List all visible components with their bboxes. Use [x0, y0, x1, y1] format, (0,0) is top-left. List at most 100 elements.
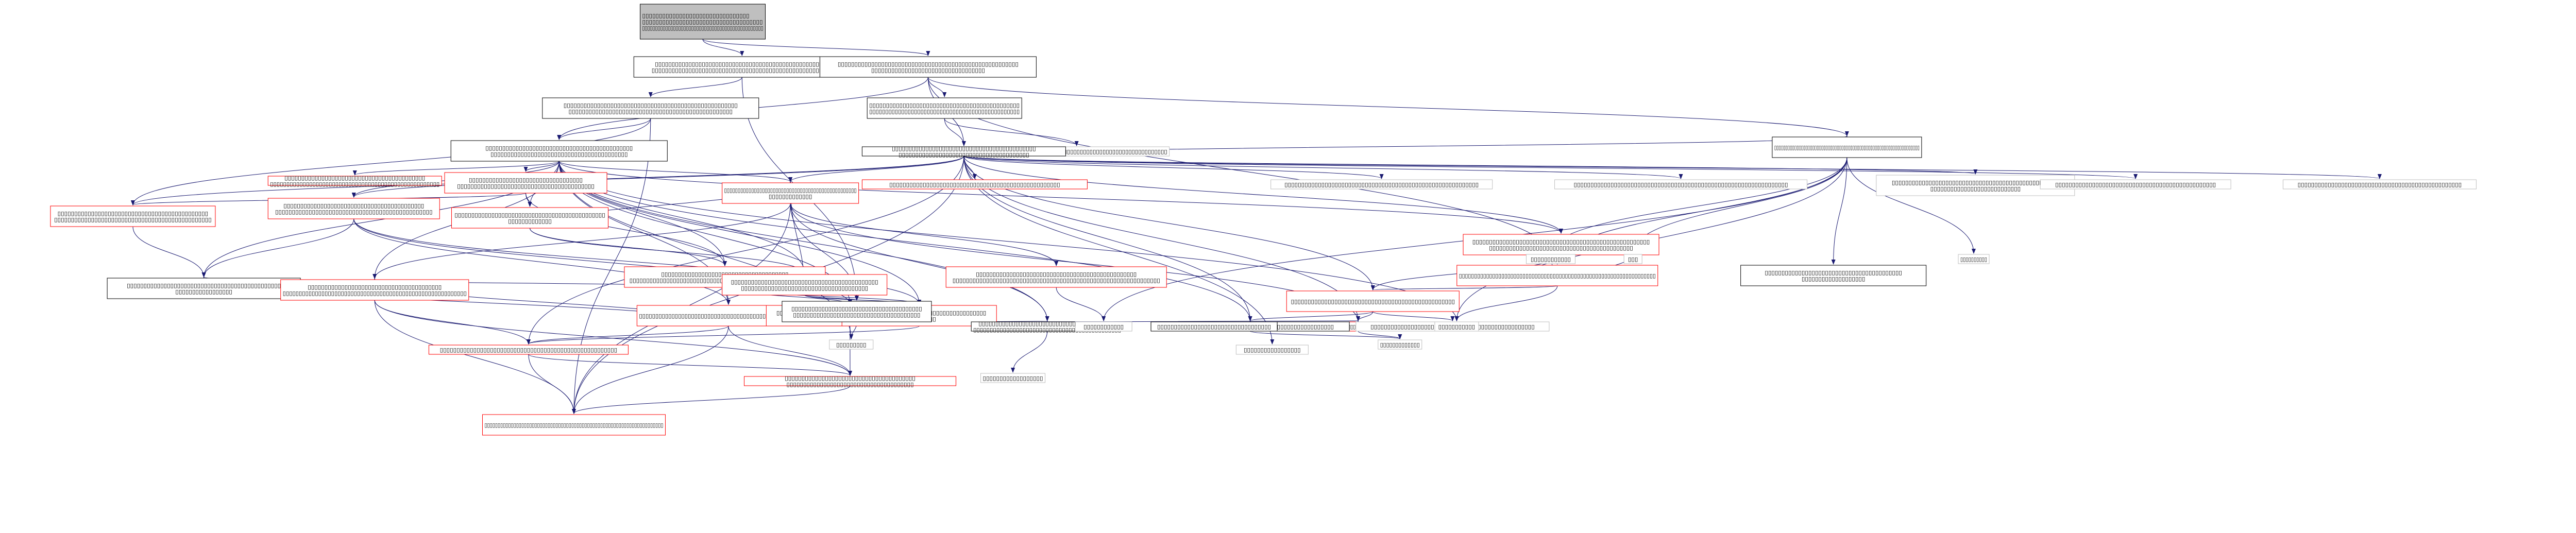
graph-node-r_17[interactable]: ▯▯▯▯▯▯▯▯▯▯▯▯▯▯▯▯▯▯▯▯▯▯▯▯▯▯▯▯▯▯▯▯▯▯▯▯▯▯▯▯…: [945, 266, 1167, 288]
graph-node-r_13[interactable]: ▯▯▯▯▯▯▯▯▯▯▯▯▯▯▯▯▯▯▯▯▯▯▯▯▯▯▯▯▯▯▯▯▯▯▯▯▯▯▯▯…: [861, 179, 1088, 190]
graph-node-r_14[interactable]: ▯▯▯▯▯▯▯▯▯▯▯▯▯▯▯▯▯▯▯▯▯▯▯▯▯▯▯▯▯▯▯▯▯▯▯▯▯▯▯▯…: [428, 345, 629, 355]
node-label-line: ▯▯▯▯▯▯▯▯▯▯▯▯▯▯▯▯▯▯▯▯▯▯▯▯▯▯▯▯▯▯▯▯▯▯▯▯▯▯▯▯…: [1574, 181, 1788, 188]
node-label-line: ▯▯▯▯▯▯▯▯▯▯▯▯▯▯▯▯▯▯▯▯▯▯▯▯▯▯▯▯▯▯▯▯▯▯▯▯▯▯▯▯…: [1472, 238, 1650, 245]
graph-node-r_20[interactable]: ▯▯▯▯▯▯▯▯▯▯▯▯▯▯▯▯▯▯▯▯▯▯▯▯▯▯▯▯▯▯▯▯▯▯▯▯▯▯▯▯…: [1463, 234, 1659, 255]
node-label-line: ▯▯▯▯▯▯▯▯▯▯▯▯▯▯▯▯▯▯▯▯▯▯▯▯▯▯▯▯▯▯▯▯▯▯▯▯▯▯▯▯: [308, 284, 442, 290]
node-label-line: ▯▯▯▯▯▯▯▯▯▯▯▯▯▯▯▯▯▯▯▯▯▯▯▯▯▯▯▯▯▯▯▯: [642, 12, 750, 19]
graph-node-b_1[interactable]: ▯▯▯▯▯▯▯▯▯▯▯▯▯▯▯▯▯▯▯▯▯▯▯▯▯▯▯▯▯▯▯▯▯▯▯▯▯▯▯▯…: [782, 301, 932, 322]
node-box: [1463, 234, 1659, 255]
graph-node-n_b[interactable]: ▯▯▯▯▯▯▯▯▯▯▯▯▯▯▯▯▯▯▯▯▯▯▯▯▯▯▯▯▯▯▯▯▯▯▯▯▯▯▯▯…: [819, 56, 1037, 78]
node-box: [107, 278, 301, 299]
edge-n_h-to-g_10: [1846, 157, 1976, 254]
node-label-line: ▯▯▯▯▯▯▯▯▯▯▯▯▯▯▯▯▯: [1244, 347, 1301, 353]
edge-n_g-to-g_5: [963, 156, 2381, 179]
graph-node-g_12[interactable]: ▯▯▯▯▯▯▯▯▯▯▯: [1434, 321, 1479, 332]
node-label-line: ▯▯▯▯▯▯▯▯▯▯▯▯▯▯▯▯▯▯▯▯▯▯▯▯▯▯▯▯▯▯▯▯▯▯▯▯▯▯▯▯…: [284, 175, 425, 181]
graph-node-n_c[interactable]: ▯▯▯▯▯▯▯▯▯▯▯▯▯▯▯▯▯▯▯▯▯▯▯▯▯▯▯▯▯▯▯▯▯▯▯▯▯▯▯▯…: [542, 97, 759, 119]
graph-node-r_15[interactable]: ▯▯▯▯▯▯▯▯▯▯▯▯▯▯▯▯▯▯▯▯▯▯▯▯▯▯▯▯▯▯▯▯▯▯▯▯▯▯▯▯…: [743, 375, 956, 388]
node-label-line: ▯▯▯▯▯▯▯▯▯▯▯▯▯▯▯▯▯▯▯▯▯▯▯▯▯▯▯▯▯▯▯▯▯▯▯▯▯▯▯▯…: [58, 210, 209, 217]
edge-n_e-to-r_11: [353, 161, 560, 176]
graph-node-n_d[interactable]: ▯▯▯▯▯▯▯▯▯▯▯▯▯▯▯▯▯▯▯▯▯▯▯▯▯▯▯▯▯▯▯▯▯▯▯▯▯▯▯▯…: [867, 97, 1022, 119]
graph-node-g_8[interactable]: ▯▯▯: [1623, 254, 1642, 264]
node-box: [482, 414, 666, 436]
node-box: [1235, 345, 1309, 355]
edge-r_12-to-r_14: [374, 300, 531, 345]
node-label-line: ▯▯▯▯▯▯▯▯▯▯▯▯▯▯▯▯▯▯▯▯▯▯▯▯▯▯▯▯▯▯▯▯▯▯▯▯▯▯▯▯…: [454, 212, 605, 218]
node-box: [1286, 290, 1460, 312]
graph-node-g_2[interactable]: ▯▯▯▯▯▯▯▯▯▯▯▯▯▯▯▯▯▯▯▯▯▯▯▯▯▯▯▯▯▯▯▯▯▯▯▯▯▯▯▯…: [1554, 179, 1808, 190]
graph-node-root[interactable]: ▯▯▯▯▯▯▯▯▯▯▯▯▯▯▯▯▯▯▯▯▯▯▯▯▯▯▯▯▯▯▯▯▯▯▯▯▯▯▯▯…: [640, 4, 766, 40]
node-label-line: ▯▯▯▯▯▯▯▯▯▯▯▯▯▯▯▯▯▯▯▯▯▯▯▯▯▯▯▯▯▯▯▯▯▯▯▯▯▯▯▯…: [283, 202, 424, 209]
graph-node-g_6[interactable]: ▯▯▯▯▯▯▯▯▯: [829, 339, 874, 350]
graph-node-r_21[interactable]: ▯▯▯▯▯▯▯▯▯▯▯▯▯▯▯▯▯▯▯▯▯▯▯▯▯▯▯▯▯▯▯▯▯▯▯▯▯▯▯▯…: [482, 414, 666, 436]
graph-node-r_5[interactable]: ▯▯▯▯▯▯▯▯▯▯▯▯▯▯▯▯▯▯▯▯▯▯▯▯▯▯▯▯▯▯▯▯▯▯▯▯▯▯▯▯…: [722, 182, 859, 204]
graph-node-r_4[interactable]: ▯▯▯▯▯▯▯▯▯▯▯▯▯▯▯▯▯▯▯▯▯▯▯▯▯▯▯▯▯▯▯▯▯▯▯▯▯▯▯▯…: [50, 205, 216, 227]
graph-node-g_5[interactable]: ▯▯▯▯▯▯▯▯▯▯▯▯▯▯▯▯▯▯▯▯▯▯▯▯▯▯▯▯▯▯▯▯▯▯▯▯▯▯▯▯…: [2282, 179, 2477, 190]
edge-b_3-to-g_11: [1250, 331, 1402, 339]
node-box: [2282, 179, 2477, 190]
edge-r_10-to-r_14: [527, 325, 920, 345]
edge-n_h-to-g_8: [1631, 157, 1848, 254]
node-box: [280, 279, 469, 301]
node-label-line: ▯▯▯▯▯▯▯▯▯▯▯▯▯▯▯▯▯▯▯▯▯▯▯▯▯▯▯▯▯▯▯▯▯▯▯▯▯▯▯▯…: [490, 151, 628, 158]
node-box: [867, 97, 1022, 119]
edge-r_8-to-r_21: [572, 325, 729, 414]
edge-n_e-to-g_12: [558, 161, 1459, 321]
graph-node-r_18[interactable]: ▯▯▯▯▯▯▯▯▯▯▯▯▯▯▯▯▯▯▯▯▯▯▯▯▯▯▯▯▯▯▯▯▯▯▯▯▯▯▯▯…: [1286, 290, 1460, 312]
graph-node-r_11[interactable]: ▯▯▯▯▯▯▯▯▯▯▯▯▯▯▯▯▯▯▯▯▯▯▯▯▯▯▯▯▯▯▯▯▯▯▯▯▯▯▯▯…: [267, 175, 442, 187]
node-label-line: ▯▯▯▯▯▯▯▯▯▯▯▯▯▯▯▯▯▯▯▯▯▯▯▯▯▯▯▯▯▯▯▯▯▯: [1157, 323, 1271, 330]
graph-node-g_11[interactable]: ▯▯▯▯▯▯▯▯▯▯▯▯▯: [1378, 339, 1422, 350]
node-box: [1958, 254, 1990, 264]
node-label-line: ▯▯▯▯▯▯▯▯▯▯: [1960, 256, 1987, 263]
node-box: [819, 56, 1037, 78]
node-label-line: ▯▯▯▯▯▯▯▯▯▯▯▯▯▯▯▯▯▯▯▯▯▯▯▯▯▯▯▯▯▯▯▯▯▯▯▯▯▯▯▯…: [655, 61, 829, 67]
graph-node-g_4[interactable]: ▯▯▯▯▯▯▯▯▯▯▯▯▯▯▯▯▯▯▯▯▯▯▯▯▯▯▯▯▯▯▯▯▯▯▯▯▯▯▯▯…: [2040, 179, 2231, 190]
edge-r_1-to-r_6: [526, 193, 727, 266]
graph-node-b_5[interactable]: ▯▯▯▯▯▯▯▯▯▯▯▯▯▯▯▯▯▯▯▯▯▯▯▯▯▯▯▯▯▯▯▯▯▯▯▯▯▯▯▯…: [1740, 265, 1927, 286]
node-label-line: ▯▯▯▯▯▯▯▯▯▯▯▯▯▯▯▯▯▯▯▯▯▯▯▯▯▯▯▯▯▯▯▯▯▯▯▯▯▯▯▯…: [1459, 272, 1656, 279]
graph-node-r_7[interactable]: ▯▯▯▯▯▯▯▯▯▯▯▯▯▯▯▯▯▯▯▯▯▯▯▯▯▯▯▯▯▯▯▯▯▯▯▯▯▯▯▯…: [722, 274, 888, 296]
node-label-line: ▯▯▯▯▯▯▯▯▯▯▯▯▯▯▯▯▯▯▯▯▯▯▯▯▯▯▯▯▯▯▯▯▯▯▯▯▯▯▯: [791, 305, 922, 312]
edge-r_18-to-g_9: [1372, 311, 1455, 321]
graph-node-r_1[interactable]: ▯▯▯▯▯▯▯▯▯▯▯▯▯▯▯▯▯▯▯▯▯▯▯▯▯▯▯▯▯▯▯▯▯▯▯▯▯▯▯▯…: [444, 172, 607, 194]
graph-node-g_7[interactable]: ▯▯▯▯▯▯▯▯▯▯▯▯: [1526, 254, 1575, 264]
edge-n_e-to-r_20: [558, 161, 1563, 234]
graph-node-n_h[interactable]: ▯▯▯▯▯▯▯▯▯▯▯▯▯▯▯▯▯▯▯▯▯▯▯▯▯▯▯▯▯▯▯▯▯▯▯▯▯▯▯▯…: [1772, 136, 1922, 158]
graph-node-b_4[interactable]: ▯▯▯▯▯▯▯▯▯▯▯▯▯▯▯▯▯▯▯▯▯▯▯▯▯▯▯▯▯▯▯▯▯▯: [1150, 321, 1278, 332]
graph-node-g_10[interactable]: ▯▯▯▯▯▯▯▯▯▯: [1958, 254, 1990, 264]
graph-node-n_e[interactable]: ▯▯▯▯▯▯▯▯▯▯▯▯▯▯▯▯▯▯▯▯▯▯▯▯▯▯▯▯▯▯▯▯▯▯▯▯▯▯▯▯…: [450, 140, 668, 162]
edge-n_g-to-g_2: [963, 156, 1683, 179]
edge-r_5-to-b_2: [790, 203, 1049, 321]
node-label-line: ▯▯▯▯▯▯▯▯▯▯▯▯▯▯▯▯▯▯▯▯▯▯▯▯▯▯▯▯▯▯▯▯▯▯▯▯▯▯▯▯…: [642, 25, 764, 31]
edge-n_b-to-n_h: [927, 77, 1849, 136]
edge-n_c-to-r_4: [131, 118, 651, 205]
node-box: [861, 146, 1066, 157]
node-label-line: ▯▯▯▯▯▯▯▯▯▯▯▯▯▯▯▯▯▯▯▯▯▯▯▯▯▯▯▯▯▯▯▯▯▯▯▯▯▯▯▯…: [953, 277, 1160, 284]
edge-n_g-to-r_3: [352, 156, 964, 198]
graph-node-r_12[interactable]: ▯▯▯▯▯▯▯▯▯▯▯▯▯▯▯▯▯▯▯▯▯▯▯▯▯▯▯▯▯▯▯▯▯▯▯▯▯▯▯▯…: [280, 279, 469, 301]
edge-r_2-to-r_7: [529, 228, 807, 274]
graph-node-g_1[interactable]: ▯▯▯▯▯▯▯▯▯▯▯▯▯▯▯▯▯▯▯▯▯▯▯▯▯▯▯▯▯▯▯▯▯▯▯▯▯▯▯▯…: [1270, 179, 1493, 190]
graph-node-g_14[interactable]: ▯▯▯▯▯▯▯▯▯▯▯▯▯▯▯▯▯▯: [980, 373, 1046, 383]
node-label-line: ▯▯▯▯▯▯▯▯▯▯▯▯▯▯▯▯▯▯▯▯▯▯▯▯▯▯▯▯▯▯▯▯▯▯▯▯▯▯▯▯…: [892, 145, 1036, 152]
graph-node-n_i[interactable]: ▯▯▯▯▯▯▯▯▯▯▯▯▯▯▯▯▯▯▯▯▯▯▯▯▯▯▯▯▯▯▯▯▯▯▯▯▯▯▯▯…: [107, 278, 301, 299]
node-label-line: ▯▯▯▯▯▯▯▯▯▯▯▯▯▯▯▯▯▯▯▯▯▯▯▯▯▯▯▯▯▯▯▯▯▯▯▯▯▯▯▯…: [731, 279, 878, 285]
node-label-line: ▯▯▯▯▯▯▯▯▯▯▯▯▯▯▯▯▯▯▯: [1802, 276, 1866, 282]
edge-n_d-to-n_g: [944, 118, 966, 146]
node-label-line: ▯▯▯▯▯▯▯▯▯▯▯▯▯▯▯▯▯▯▯▯▯▯▯▯▯▯▯▯▯▯▯▯▯▯▯▯▯▯▯▯…: [283, 290, 467, 297]
graph-node-r_19[interactable]: ▯▯▯▯▯▯▯▯▯▯▯▯▯▯▯▯▯▯▯▯▯▯▯▯▯▯▯▯▯▯▯▯▯▯▯▯▯▯▯▯…: [1456, 265, 1658, 286]
node-box: [451, 207, 608, 229]
edge-r_2-to-r_6: [529, 228, 727, 266]
edge-r_14-to-r_15: [528, 354, 852, 376]
graph-node-g_13[interactable]: ▯▯▯▯▯▯▯▯▯▯▯▯▯▯▯▯▯: [1235, 345, 1309, 355]
node-label-line: ▯▯▯▯▯▯▯▯▯▯▯▯▯▯▯▯▯▯▯▯▯▯▯▯▯▯▯▯▯▯▯▯▯▯▯▯▯▯▯: [899, 151, 1029, 158]
graph-node-g_15[interactable]: ▯▯▯▯▯▯▯▯▯▯▯▯: [1075, 321, 1132, 332]
node-label-line: ▯▯▯▯▯▯▯▯▯▯▯▯▯▯▯▯▯▯▯▯▯▯▯▯▯▯▯▯▯▯▯▯▯▯▯▯▯▯▯▯…: [1284, 181, 1479, 188]
edge-n_h-to-b_5: [1831, 157, 1848, 265]
graph-node-r_3[interactable]: ▯▯▯▯▯▯▯▯▯▯▯▯▯▯▯▯▯▯▯▯▯▯▯▯▯▯▯▯▯▯▯▯▯▯▯▯▯▯▯▯…: [267, 198, 440, 219]
graph-node-n_a[interactable]: ▯▯▯▯▯▯▯▯▯▯▯▯▯▯▯▯▯▯▯▯▯▯▯▯▯▯▯▯▯▯▯▯▯▯▯▯▯▯▯▯…: [633, 56, 851, 78]
graph-node-n_g[interactable]: ▯▯▯▯▯▯▯▯▯▯▯▯▯▯▯▯▯▯▯▯▯▯▯▯▯▯▯▯▯▯▯▯▯▯▯▯▯▯▯▯…: [861, 145, 1066, 158]
edge-r_5-to-r_17: [790, 203, 1059, 266]
graph-node-r_2[interactable]: ▯▯▯▯▯▯▯▯▯▯▯▯▯▯▯▯▯▯▯▯▯▯▯▯▯▯▯▯▯▯▯▯▯▯▯▯▯▯▯▯…: [451, 207, 608, 229]
